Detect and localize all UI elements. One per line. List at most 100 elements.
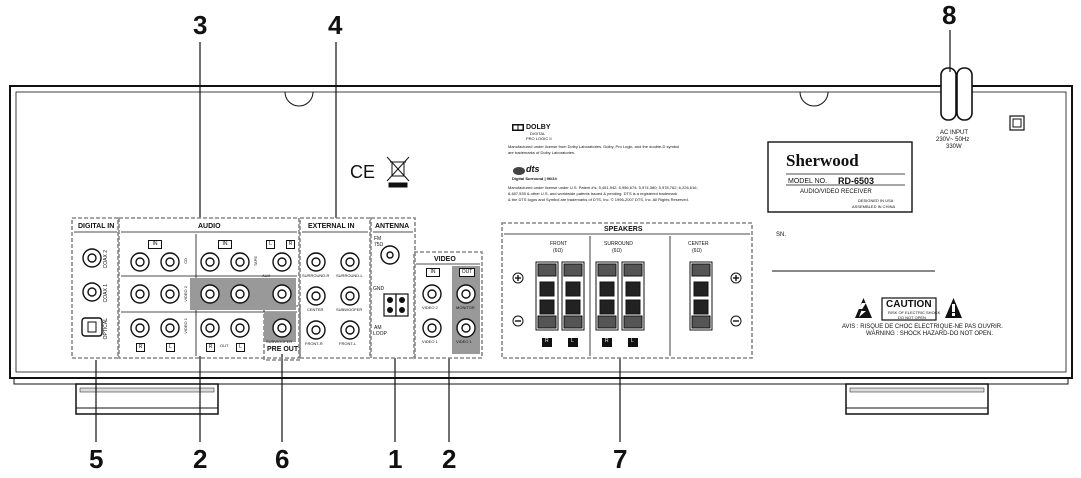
caution-warning: WARNING : SHOCK HAZARD-DO NOT OPEN. (866, 331, 994, 337)
coax2-label: COAX 2 (103, 250, 109, 269)
audio-in-label-1: IN (148, 240, 162, 249)
video1-out-label: VIDEO 1 (456, 339, 472, 344)
ext-front-r-label: FRONT-R (305, 341, 323, 346)
ext-surround-l-label: SURROUND-L (336, 273, 363, 278)
audio-l-label-1: L (166, 343, 175, 352)
center-speaker-label: CENTER (688, 241, 709, 247)
external-in-header: EXTERNAL IN (308, 223, 355, 230)
speaker-terminals (535, 261, 713, 331)
front-speaker-label: FRONT (550, 241, 568, 247)
callout-6: 6 (275, 444, 290, 474)
tape-label: TAPE (253, 256, 258, 267)
group-outlines (71, 217, 753, 361)
product-type: AUDIO/VIDEO RECEIVER (800, 189, 872, 195)
right-foot (845, 383, 989, 415)
ext-subwoofer-label: SUBWOOFER (336, 307, 363, 312)
front-speaker-ohm: (6Ω) (553, 248, 563, 254)
weee-bin-icon (386, 156, 410, 188)
dolby-logo (512, 124, 524, 131)
antenna-header: ANTENNA (375, 223, 410, 230)
optical-label: OPTICAL (103, 318, 109, 340)
ac-power-cord (940, 67, 973, 121)
audio-out-label: OUT (220, 343, 229, 348)
dts-text-3: & the DTS logos and Symbol are trademark… (508, 197, 689, 202)
ce-mark: CE (350, 162, 376, 182)
video-out-label: OUT (459, 268, 475, 277)
callout-2-audio: 2 (193, 444, 208, 474)
video1-audio-label: VIDEO 1 (183, 318, 188, 334)
assembled-in: ASSEMBLED IN CHINA (852, 204, 896, 209)
caution-avis: AVIS : RISQUE DE CHOC ELECTRIQUE-NE PAS … (842, 324, 1003, 330)
callout-8: 8 (942, 0, 957, 30)
ext-front-l-label: FRONT-L (339, 341, 357, 346)
dts-sub: Digital Surround | 96/24 (512, 176, 557, 181)
dts-text-2: 6,487,535 & other U.S. and worldwide pat… (508, 191, 677, 196)
audio-in-label-2: IN (218, 240, 232, 249)
serial-label: SN. (776, 232, 787, 238)
video1-label: VIDEO 1 (422, 339, 438, 344)
model-number: RD-6503 (838, 176, 875, 186)
ac-input-label: AC INPUT (940, 130, 969, 136)
speaker-l-label-2: L (631, 338, 634, 344)
ground-terminal (1009, 115, 1025, 131)
audio-l-label-2: L (236, 343, 245, 352)
dolby-sub2: PRO LOGIC II (526, 136, 552, 141)
dolby-text-1: Manufactured under license from Dolby La… (508, 144, 680, 149)
speaker-r-label-1: R (545, 338, 549, 344)
speaker-l-label-1: L (571, 338, 574, 344)
rca-jacks (82, 245, 476, 340)
subwoofer-pre-out-label: SUBWOOFER (266, 339, 293, 344)
caution-sub-1: RISK OF ELECTRIC SHOCK (888, 310, 941, 315)
surround-speaker-ohm: (6Ω) (612, 248, 622, 254)
dolby-sub1: DIGITAL (530, 131, 546, 136)
video2-audio-label: VIDEO 2 (183, 286, 188, 302)
monitor-label: MONITOR (456, 305, 475, 310)
am-label: AM (374, 325, 382, 331)
ext-center-label: CENTER (307, 307, 324, 312)
callout-4: 4 (328, 10, 343, 40)
fm-label: FM (374, 236, 382, 242)
fm-ohm-label: 75Ω (374, 242, 384, 248)
warning-triangles (855, 297, 962, 321)
callout-5: 5 (89, 444, 104, 474)
aux-label: AUX (262, 273, 271, 278)
surround-speaker-label: SURROUND (604, 241, 633, 247)
cd-label: CD (183, 258, 188, 264)
gnd-label: GND (373, 286, 385, 292)
callout-1: 1 (388, 444, 403, 474)
audio-l-label-3: L (266, 240, 275, 249)
audio-header: AUDIO (198, 223, 221, 230)
caution-title: CAUTION (886, 299, 932, 310)
caution-sub-2: DO NOT OPEN (898, 315, 926, 320)
designed-in: DESIGNED IN USA (858, 198, 894, 203)
audio-r-label-1: R (136, 343, 145, 352)
coax1-label: COAX 1 (103, 284, 109, 303)
speaker-r-label-2: R (605, 338, 609, 344)
callout-2-video: 2 (442, 444, 457, 474)
ac-voltage: 230V~ 50Hz (936, 137, 970, 143)
left-foot (75, 383, 219, 415)
speakers-header: SPEAKERS (604, 226, 643, 233)
model-no-label: MODEL NO. (788, 178, 828, 185)
audio-r-label-2: R (206, 343, 215, 352)
optical-port (81, 317, 103, 337)
video2-label: VIDEO 2 (422, 305, 438, 310)
callout-leaders (95, 30, 951, 442)
digital-in-header: DIGITAL IN (78, 223, 115, 230)
dts-logo (513, 167, 525, 175)
callout-3: 3 (193, 10, 208, 40)
video-header: VIDEO (434, 256, 456, 263)
dolby-text-2: are trademarks of Dolby Laboratories. (508, 150, 576, 155)
nameplate (767, 141, 913, 213)
dts-brand: dts (526, 164, 540, 174)
dts-text-1: Manufactured under license under U.S. Pa… (508, 185, 698, 190)
dolby-brand: DOLBY (526, 124, 551, 131)
ac-wattage: 330W (946, 144, 962, 150)
audio-r-label-3: R (286, 240, 295, 249)
ext-surround-r-label: SURROUND-R (302, 273, 330, 278)
pre-out-label: PRE OUT (267, 346, 299, 353)
loop-label: LOOP (373, 331, 387, 337)
callout-7: 7 (613, 444, 628, 474)
